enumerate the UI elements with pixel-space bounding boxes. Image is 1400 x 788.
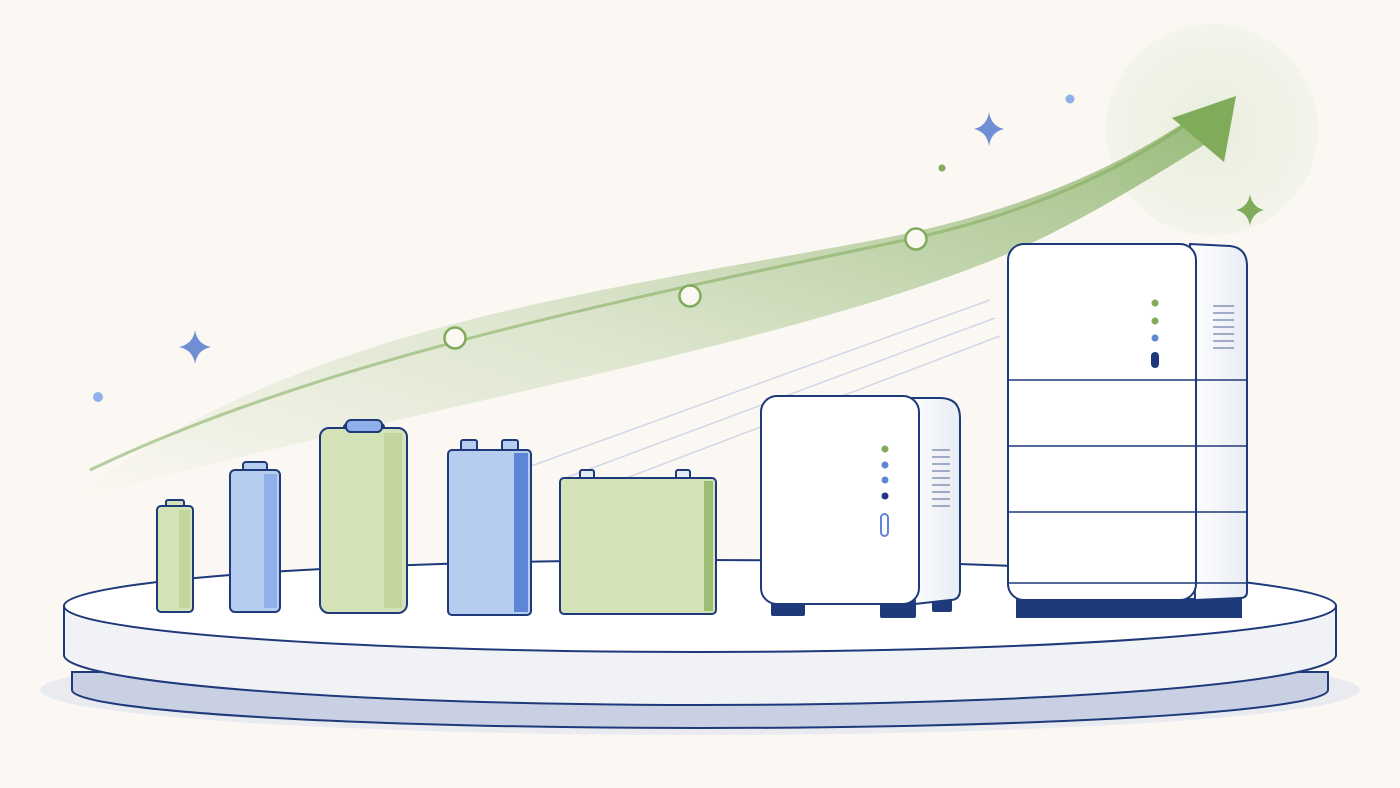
sparkles xyxy=(93,94,1264,402)
milestone-marker xyxy=(678,284,702,308)
indicator-light xyxy=(881,445,889,453)
milestone-marker xyxy=(443,326,467,350)
cylindrical-cell-battery-icon xyxy=(319,419,408,614)
nine-volt-battery-icon xyxy=(447,439,532,616)
indicator-light xyxy=(881,461,889,469)
milestone-markers xyxy=(443,227,928,350)
dot xyxy=(938,164,946,172)
indicator-light xyxy=(881,476,889,484)
indicator-light xyxy=(1151,334,1159,342)
dot xyxy=(93,392,103,402)
sparkle-icon xyxy=(179,330,211,364)
indicator-light xyxy=(1151,317,1159,325)
home-battery-unit-icon xyxy=(760,395,961,618)
status-slot xyxy=(880,513,889,537)
stacked-battery-cabinet-icon xyxy=(1007,242,1248,618)
vent-icon xyxy=(1213,305,1234,349)
arrow-head xyxy=(1172,96,1236,162)
cylindrical-cell-battery-icon xyxy=(156,499,194,613)
sparkle-icon xyxy=(974,112,1004,146)
growth-arrow-icon xyxy=(70,96,1236,500)
sparkle-icon xyxy=(1236,194,1264,226)
vent-icon xyxy=(932,449,950,507)
prismatic-battery-icon xyxy=(559,469,717,615)
indicator-light xyxy=(1151,299,1159,307)
indicator-light xyxy=(881,492,889,500)
milestone-marker xyxy=(904,227,928,251)
cylindrical-cell-battery-icon xyxy=(229,461,281,613)
dot xyxy=(1065,94,1075,104)
status-slot xyxy=(1151,352,1159,368)
